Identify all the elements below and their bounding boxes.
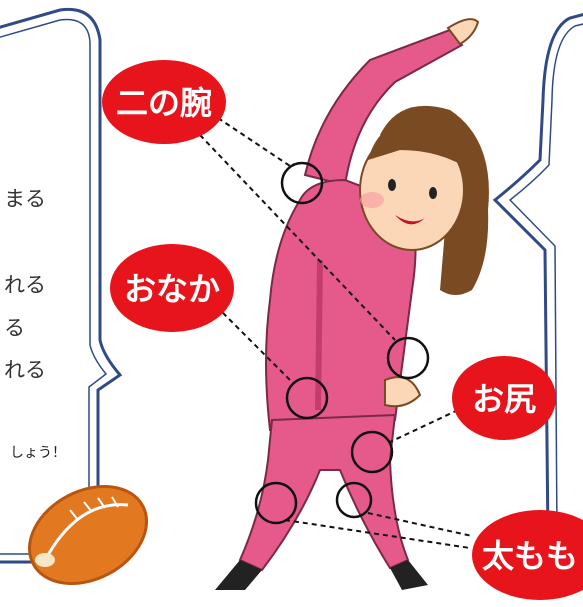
label-belly-text: おなか (124, 270, 220, 308)
right-speech-bubble (492, 12, 583, 587)
upper-arm-marker (280, 161, 324, 205)
bubble-text-line-4: れる (4, 358, 46, 382)
bubble-text-line-3: る (4, 316, 25, 340)
target-markers (254, 161, 430, 525)
label-buttocks-text: お尻 (472, 380, 536, 418)
bubble-text-line-1: まる (4, 187, 46, 211)
bubble-text-line-5: しょう！ (10, 445, 66, 461)
label-thigh-text: 太もも (482, 537, 578, 575)
rugby-ball-image (27, 484, 149, 586)
leader-lines (199, 117, 473, 549)
thigh-marker-right (335, 481, 373, 519)
buttocks-marker (350, 430, 394, 474)
thigh-marker-left (254, 481, 298, 525)
belly-marker (285, 376, 329, 420)
label-belly: おなか (110, 244, 234, 332)
label-thigh: 太もも (472, 510, 583, 600)
woman-stretching-figure (215, 18, 489, 590)
label-buttocks: お尻 (452, 356, 556, 440)
upper-arm-marker-lower (386, 336, 430, 380)
label-upper-arm: 二の腕 (102, 60, 226, 144)
label-upper-arm-text: 二の腕 (116, 84, 212, 122)
bubble-text-line-2: れる (4, 273, 46, 297)
